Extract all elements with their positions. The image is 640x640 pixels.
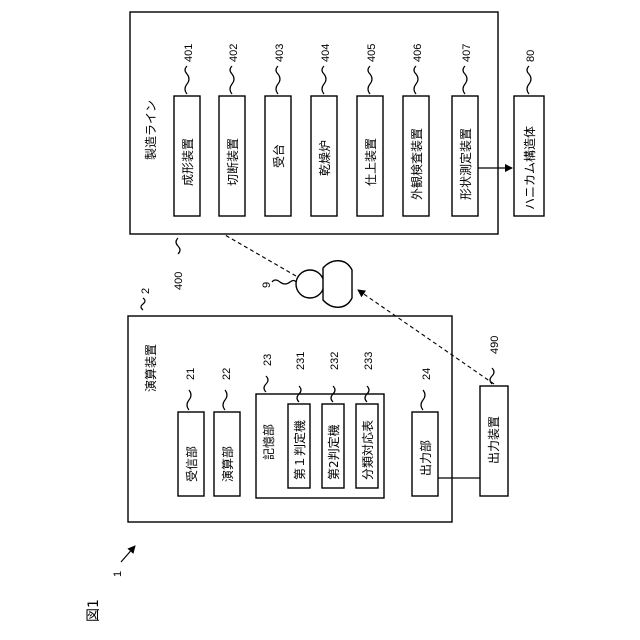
leader-computer — [141, 298, 145, 310]
figure-label: 図1 — [86, 599, 102, 622]
device-label-404: 乾燥炉 — [318, 140, 332, 176]
ref-device-402: 402 — [228, 44, 240, 62]
ref-output-device: 490 — [489, 336, 501, 354]
leader-output-device — [490, 368, 494, 384]
device-label-402: 切断装置 — [225, 138, 240, 186]
output-label: 出力部 — [418, 440, 433, 476]
ref-judge2: 232 — [329, 352, 341, 370]
device-label-403: 受台 — [271, 144, 286, 168]
storage-label: 記憶部 — [261, 424, 276, 460]
ref-device-406: 406 — [412, 44, 424, 62]
output-device-label: 出力装置 — [487, 416, 501, 464]
user-figure — [296, 261, 352, 308]
ref-table: 233 — [363, 352, 375, 370]
table-label: 分類対応表 — [361, 420, 375, 480]
ref-receiver: 21 — [185, 368, 197, 380]
ref-device-404: 404 — [320, 44, 332, 62]
ref-device-405: 405 — [366, 44, 378, 62]
device-label-407: 形状測定装置 — [458, 128, 473, 200]
device-label-405: 仕上装置 — [364, 138, 378, 186]
line-title: 製造ライン — [144, 100, 158, 160]
system-arrow — [121, 546, 135, 562]
user-head — [296, 270, 324, 298]
leader-line — [176, 238, 180, 254]
ref-system: 1 — [112, 571, 124, 577]
product-label: ハニカム構造体 — [523, 126, 537, 210]
ref-device-403: 403 — [274, 44, 286, 62]
leader-user — [272, 280, 296, 284]
device-label-406: 外観検査装置 — [410, 128, 424, 200]
ref-user: 9 — [261, 282, 273, 288]
judge1-label: 第１判定機 — [292, 420, 307, 480]
ref-calc: 22 — [221, 368, 233, 380]
ref-storage: 23 — [262, 354, 274, 366]
ref-product: 80 — [525, 50, 537, 62]
ref-device-401: 401 — [183, 44, 195, 62]
ref-computer: 2 — [140, 288, 152, 294]
device-label-401: 成形装置 — [181, 138, 195, 186]
receiver-label: 受信部 — [184, 446, 199, 482]
ref-output: 24 — [421, 368, 433, 380]
ref-device-407: 407 — [461, 44, 473, 62]
user-body — [323, 261, 352, 308]
judge2-label: 第2判定機 — [326, 424, 341, 480]
leader-product — [527, 66, 531, 94]
ref-line: 400 — [173, 272, 185, 290]
computer-title: 演算装置 — [143, 344, 158, 392]
calc-label: 演算部 — [220, 446, 235, 482]
ref-judge1: 231 — [295, 352, 307, 370]
